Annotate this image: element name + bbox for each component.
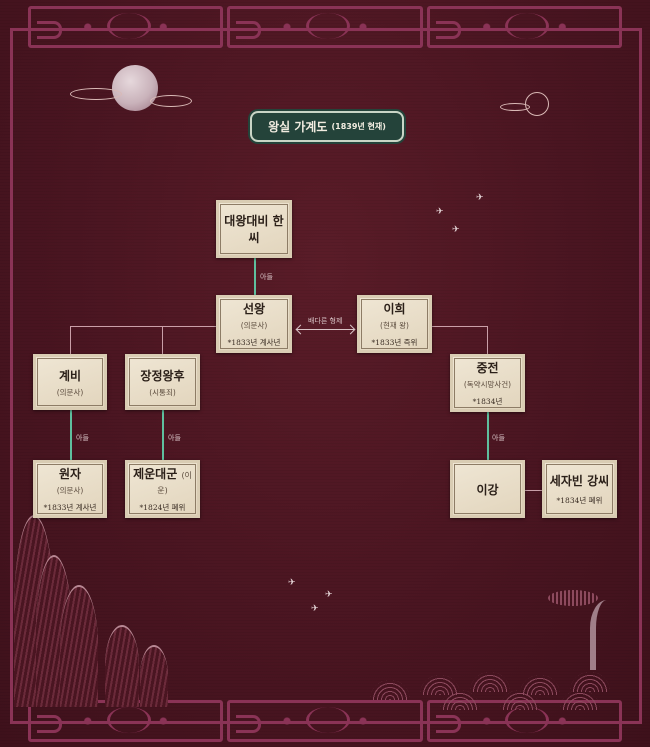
ornament-segment [227,700,423,742]
node-name: 장정왕후 [140,368,185,383]
node-jewoon[interactable]: 제운대군 (이운) *1824년 폐위 [125,460,200,518]
ornament-segment [227,6,423,48]
spouse-line [487,326,488,354]
node-sejabin[interactable]: 세자빈 강씨 *1834년 폐위 [542,460,617,518]
relation-label-son: 아들 [492,434,505,442]
ornament-segment [28,6,224,48]
node-status: (독약시망사건) [463,380,512,389]
node-seonwang[interactable]: 선왕 (의문사) *1833년 계사년 [216,295,292,353]
bird-icon: ✈ [288,578,296,588]
parent-child-line [70,410,72,460]
node-name: 계비 [58,368,82,383]
node-status: (의문사) [56,486,84,495]
wave-icon [420,675,460,695]
wave-icon [570,672,610,692]
bird-icon: ✈ [436,207,444,217]
spouse-line [70,326,218,327]
bird-icon: ✈ [325,590,333,600]
node-name-extra: (이운) [157,471,192,495]
node-status: (의문사) [56,387,84,397]
bird-icon: ✈ [476,193,484,203]
page-title: 왕실 가계도 [268,120,328,134]
relation-label-half-brother: 배다른 형제 [308,317,343,325]
ornament-segment [426,6,622,48]
node-name: 이강 [476,482,499,497]
wave-icon [470,672,510,692]
moon-icon [112,65,158,111]
spouse-line [432,326,488,327]
half-brother-arrow [297,329,354,330]
node-name: 세자빈 강씨 [549,474,610,488]
relation-label-son: 아들 [260,273,273,281]
node-name: 선왕 [242,302,266,316]
wave-icon [560,690,600,710]
pine-tree-icon [548,590,598,606]
cloud-icon [150,95,192,107]
node-name: 대왕대비 한씨 [224,214,284,245]
node-name: 이희 [383,302,406,316]
node-igang[interactable]: 이강 [450,460,525,518]
node-note: *1833년 계사년 [227,338,281,347]
relation-label-son: 아들 [168,434,181,442]
bird-icon: ✈ [311,604,319,614]
node-note: *1834년 폐위 [556,496,603,505]
parent-child-line [162,410,164,460]
node-name: 원자 [58,467,82,481]
spouse-line [70,326,71,354]
bird-icon: ✈ [452,225,460,235]
node-status: (시통죄) [149,387,176,397]
node-jangjeong[interactable]: 장정왕후 (시통죄) [125,354,200,410]
wave-icon [370,680,410,700]
wave-icon [520,675,560,695]
title-badge: 왕실 가계도 (1839년 현재) [250,111,404,142]
relation-label-son: 아들 [76,434,89,442]
node-name: 제운대군 (이운) [128,465,197,496]
node-name: 중전 [476,361,499,375]
spouse-line [525,490,542,491]
pine-tree-icon [590,600,632,670]
parent-child-line [487,412,489,460]
cloud-icon [500,103,530,111]
page-subtitle: (1839년 현재) [331,122,386,131]
node-note: *1833년 계사년 [43,503,97,512]
node-name-text: 제운대군 [133,467,178,481]
mountain-icon [140,645,168,707]
mountain-icon [60,585,98,707]
node-gyebi[interactable]: 계비 (의문사) [33,354,107,410]
node-note: *1824년 폐위 [139,503,186,512]
node-ihui[interactable]: 이희 (현재 왕) *1833년 즉위 [357,295,432,353]
cloud-icon [70,88,122,100]
node-note: *1833년 즉위 [371,338,418,347]
node-grand-queen[interactable]: 대왕대비 한씨 [216,200,292,258]
mountain-icon [105,625,139,707]
node-wonja[interactable]: 원자 (의문사) *1833년 계사년 [33,460,107,518]
spouse-line [162,326,163,354]
wave-icon [440,690,480,710]
cloud-icon [525,92,549,116]
wave-icon [500,690,540,710]
parent-child-line [254,258,256,295]
node-note: *1834년 [472,397,503,406]
top-ornament-band [28,6,622,48]
node-status: (의문사) [240,321,268,330]
node-status: (현재 왕) [380,321,409,330]
node-jungjeon[interactable]: 중전 (독약시망사건) *1834년 [450,354,525,412]
